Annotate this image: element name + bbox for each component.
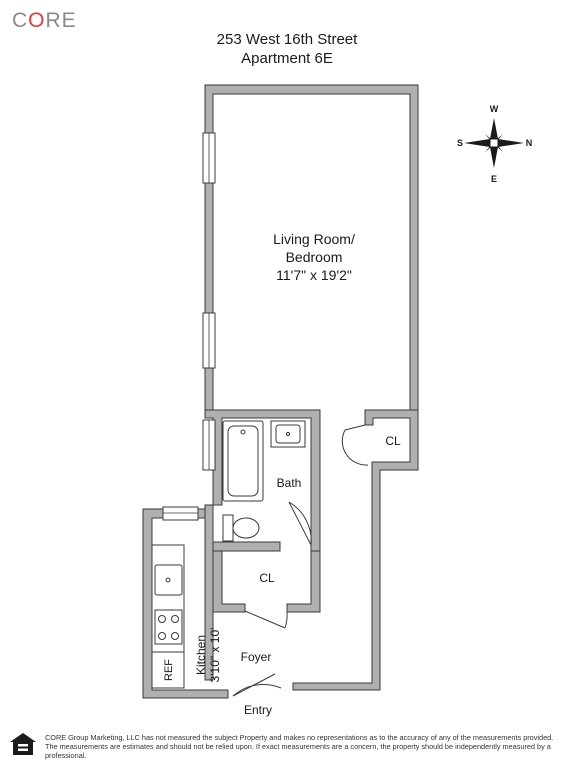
equal-housing-icon	[10, 733, 36, 755]
doors	[232, 424, 369, 697]
living-room-label: Living Room/	[273, 231, 355, 247]
toilet-tank	[222, 514, 234, 542]
apartment-title: Apartment 6E	[241, 50, 333, 67]
compass-e: E	[491, 174, 497, 184]
compass-n: N	[526, 138, 533, 148]
window-4	[162, 506, 199, 521]
core-logo: CORE	[12, 9, 77, 32]
refrigerator	[151, 651, 185, 689]
entry-label: Entry	[244, 703, 272, 717]
address-title: 253 West 16th Street	[216, 31, 358, 48]
bath-walls	[204, 409, 321, 552]
closet-label-1: CL	[385, 434, 401, 448]
kitchen-dimensions: 3'10" x 10'	[208, 628, 222, 683]
closet-right-wall	[286, 550, 321, 613]
disclaimer-text: CORE Group Marketing, LLC has not measur…	[45, 733, 554, 760]
compass-w: W	[490, 104, 499, 114]
living-room-dimensions: 11'7" x 19'2"	[276, 267, 352, 283]
stove	[154, 609, 183, 645]
bedroom-label: Bedroom	[286, 249, 343, 265]
kitchen-inner-wall	[204, 504, 214, 681]
toilet-bowl	[232, 517, 260, 539]
kitchen-label: Kitchen	[194, 635, 208, 675]
compass-s: S	[457, 138, 463, 148]
compass-rose: W S N E	[457, 104, 532, 184]
bath-fixtures	[222, 420, 306, 542]
foyer-label: Foyer	[241, 650, 272, 664]
closet-label-2: CL	[259, 571, 275, 585]
closet-walls	[212, 550, 246, 613]
bath-label: Bath	[277, 476, 302, 490]
kitchen-fixtures	[151, 544, 185, 689]
east-wall	[292, 409, 419, 691]
bath-bottom-wall	[212, 541, 281, 552]
ref-label: REF	[163, 659, 175, 681]
